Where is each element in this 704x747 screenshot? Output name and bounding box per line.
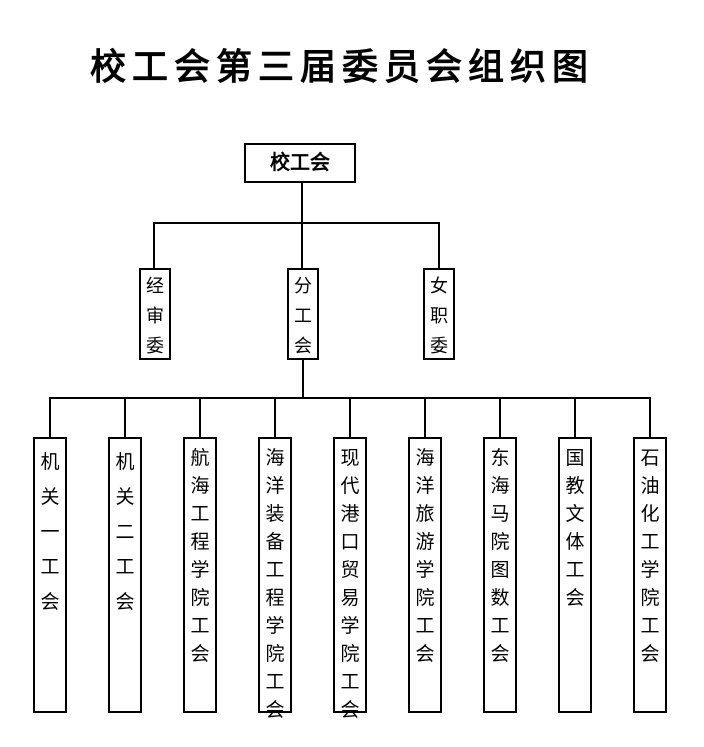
org-box-branch-guojiaowenti: 国教文体工会: [558, 437, 592, 713]
connector-drop-branch-1: [124, 397, 126, 437]
org-box-branch-jiguan2: 机关二工会: [108, 437, 142, 713]
connector-trunk-fengonghui: [302, 360, 304, 398]
org-box-branch-xiandaigangkou: 现代港口贸易学院工会: [333, 437, 367, 721]
connector-drop-branch-7: [574, 397, 576, 437]
page-title: 校工会第三届委员会组织图: [90, 47, 595, 87]
connector-drop-branch-6: [499, 397, 501, 437]
connector-drop-branch-2: [199, 397, 201, 437]
connector-drop-branch-3: [274, 397, 276, 437]
connector-drop-branch-0: [49, 397, 51, 437]
org-box-branch-jiguan1: 机关一工会: [33, 437, 67, 713]
org-box-branch-haiyangzhuangbei: 海洋装备工程学院工会: [258, 437, 292, 721]
org-box-branch-shiyouhuagong: 石油化工学院工会: [633, 437, 667, 713]
connector-drop-committee-2: [438, 222, 440, 268]
connector-rail-level2: [153, 222, 440, 224]
connector-trunk-root: [301, 183, 303, 223]
connector-drop-committee-1: [301, 222, 303, 268]
org-box-branch-donghaimayuan: 东海马院图数工会: [483, 437, 517, 713]
org-box-branch-haiyangluyou: 海洋旅游学院工会: [408, 437, 442, 713]
org-box-root: 校工会: [244, 143, 356, 183]
connector-drop-committee-0: [153, 222, 155, 268]
connector-drop-branch-5: [424, 397, 426, 437]
org-box-committee-nvzhiwei: 女职委: [423, 268, 455, 360]
connector-drop-branch-8: [649, 397, 651, 437]
org-box-committee-jingshenwei: 经审委: [139, 268, 171, 360]
org-box-committee-fengonghui: 分工会: [287, 268, 319, 360]
org-box-branch-hanghai: 航海工程学院工会: [183, 437, 217, 713]
connector-drop-branch-4: [349, 397, 351, 437]
